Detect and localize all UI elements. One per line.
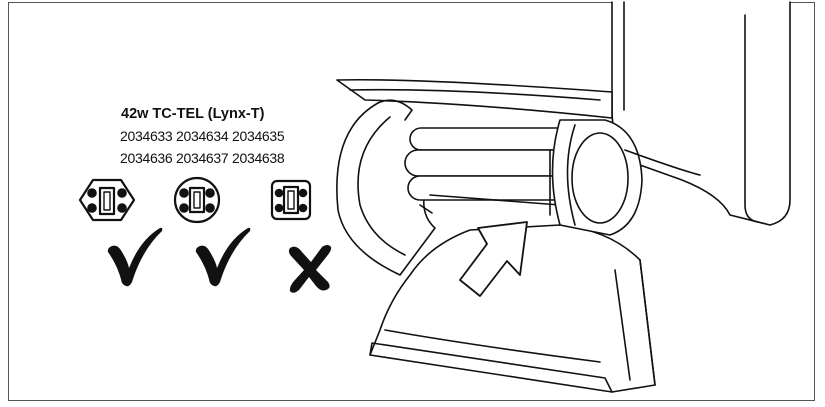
check-mark-icon	[107, 227, 163, 287]
round-4-pin-base-icon	[173, 176, 221, 224]
reflector-top-plate	[336, 78, 613, 119]
lamp-type-title: 42w TC-TEL (Lynx-T)	[121, 106, 265, 122]
square-4-pin-base-pins	[274, 188, 308, 213]
reflector-left-shield	[336, 99, 436, 276]
round-4-pin-base-pins	[179, 188, 215, 213]
cross-mark-icon	[288, 245, 332, 293]
part-numbers-row-2: 2034636 2034637 2034638	[120, 150, 285, 166]
check-mark-icon	[195, 227, 251, 287]
square-4-pin-base-icon	[270, 179, 312, 221]
lamp-tubes	[404, 127, 571, 206]
part-numbers-row-1: 2034633 2034634 2034635	[120, 128, 285, 144]
reflector-bottom-tray	[369, 224, 656, 393]
hexagon-4-pin-base-icon	[78, 178, 136, 222]
insert-direction-arrow-icon	[459, 221, 528, 297]
diagram-border	[8, 2, 815, 401]
hexagon-4-pin-base-pins	[87, 188, 127, 213]
lamp-socket	[549, 119, 701, 236]
